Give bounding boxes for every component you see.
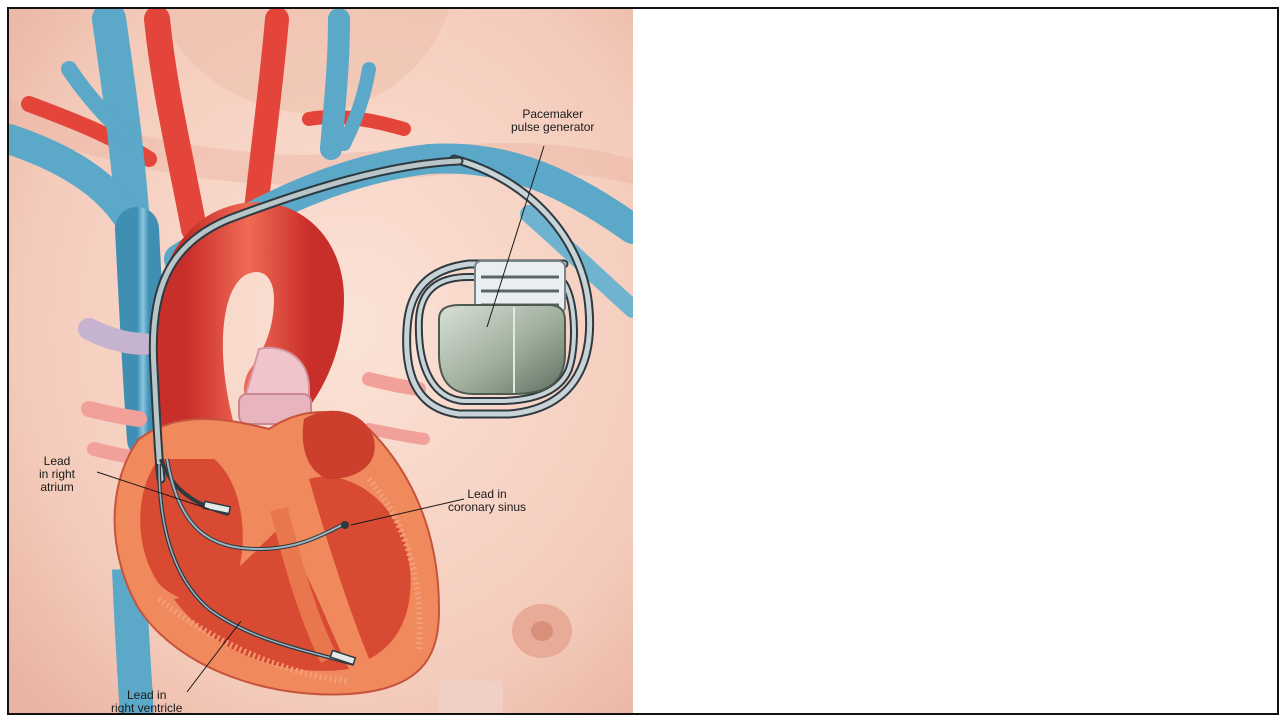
label-lead-right-ventricle: Lead in right ventricle	[111, 689, 182, 715]
pacemaker-can	[439, 305, 565, 394]
label-pacemaker-pulse-generator: Pacemaker pulse generator	[511, 108, 594, 134]
label-lead-right-atrium: Lead in right atrium	[39, 455, 75, 494]
figure-frame: Pacemaker pulse generator Lead in right …	[7, 7, 1279, 715]
label-lead-coronary-sinus: Lead in coronary sinus	[448, 488, 526, 514]
